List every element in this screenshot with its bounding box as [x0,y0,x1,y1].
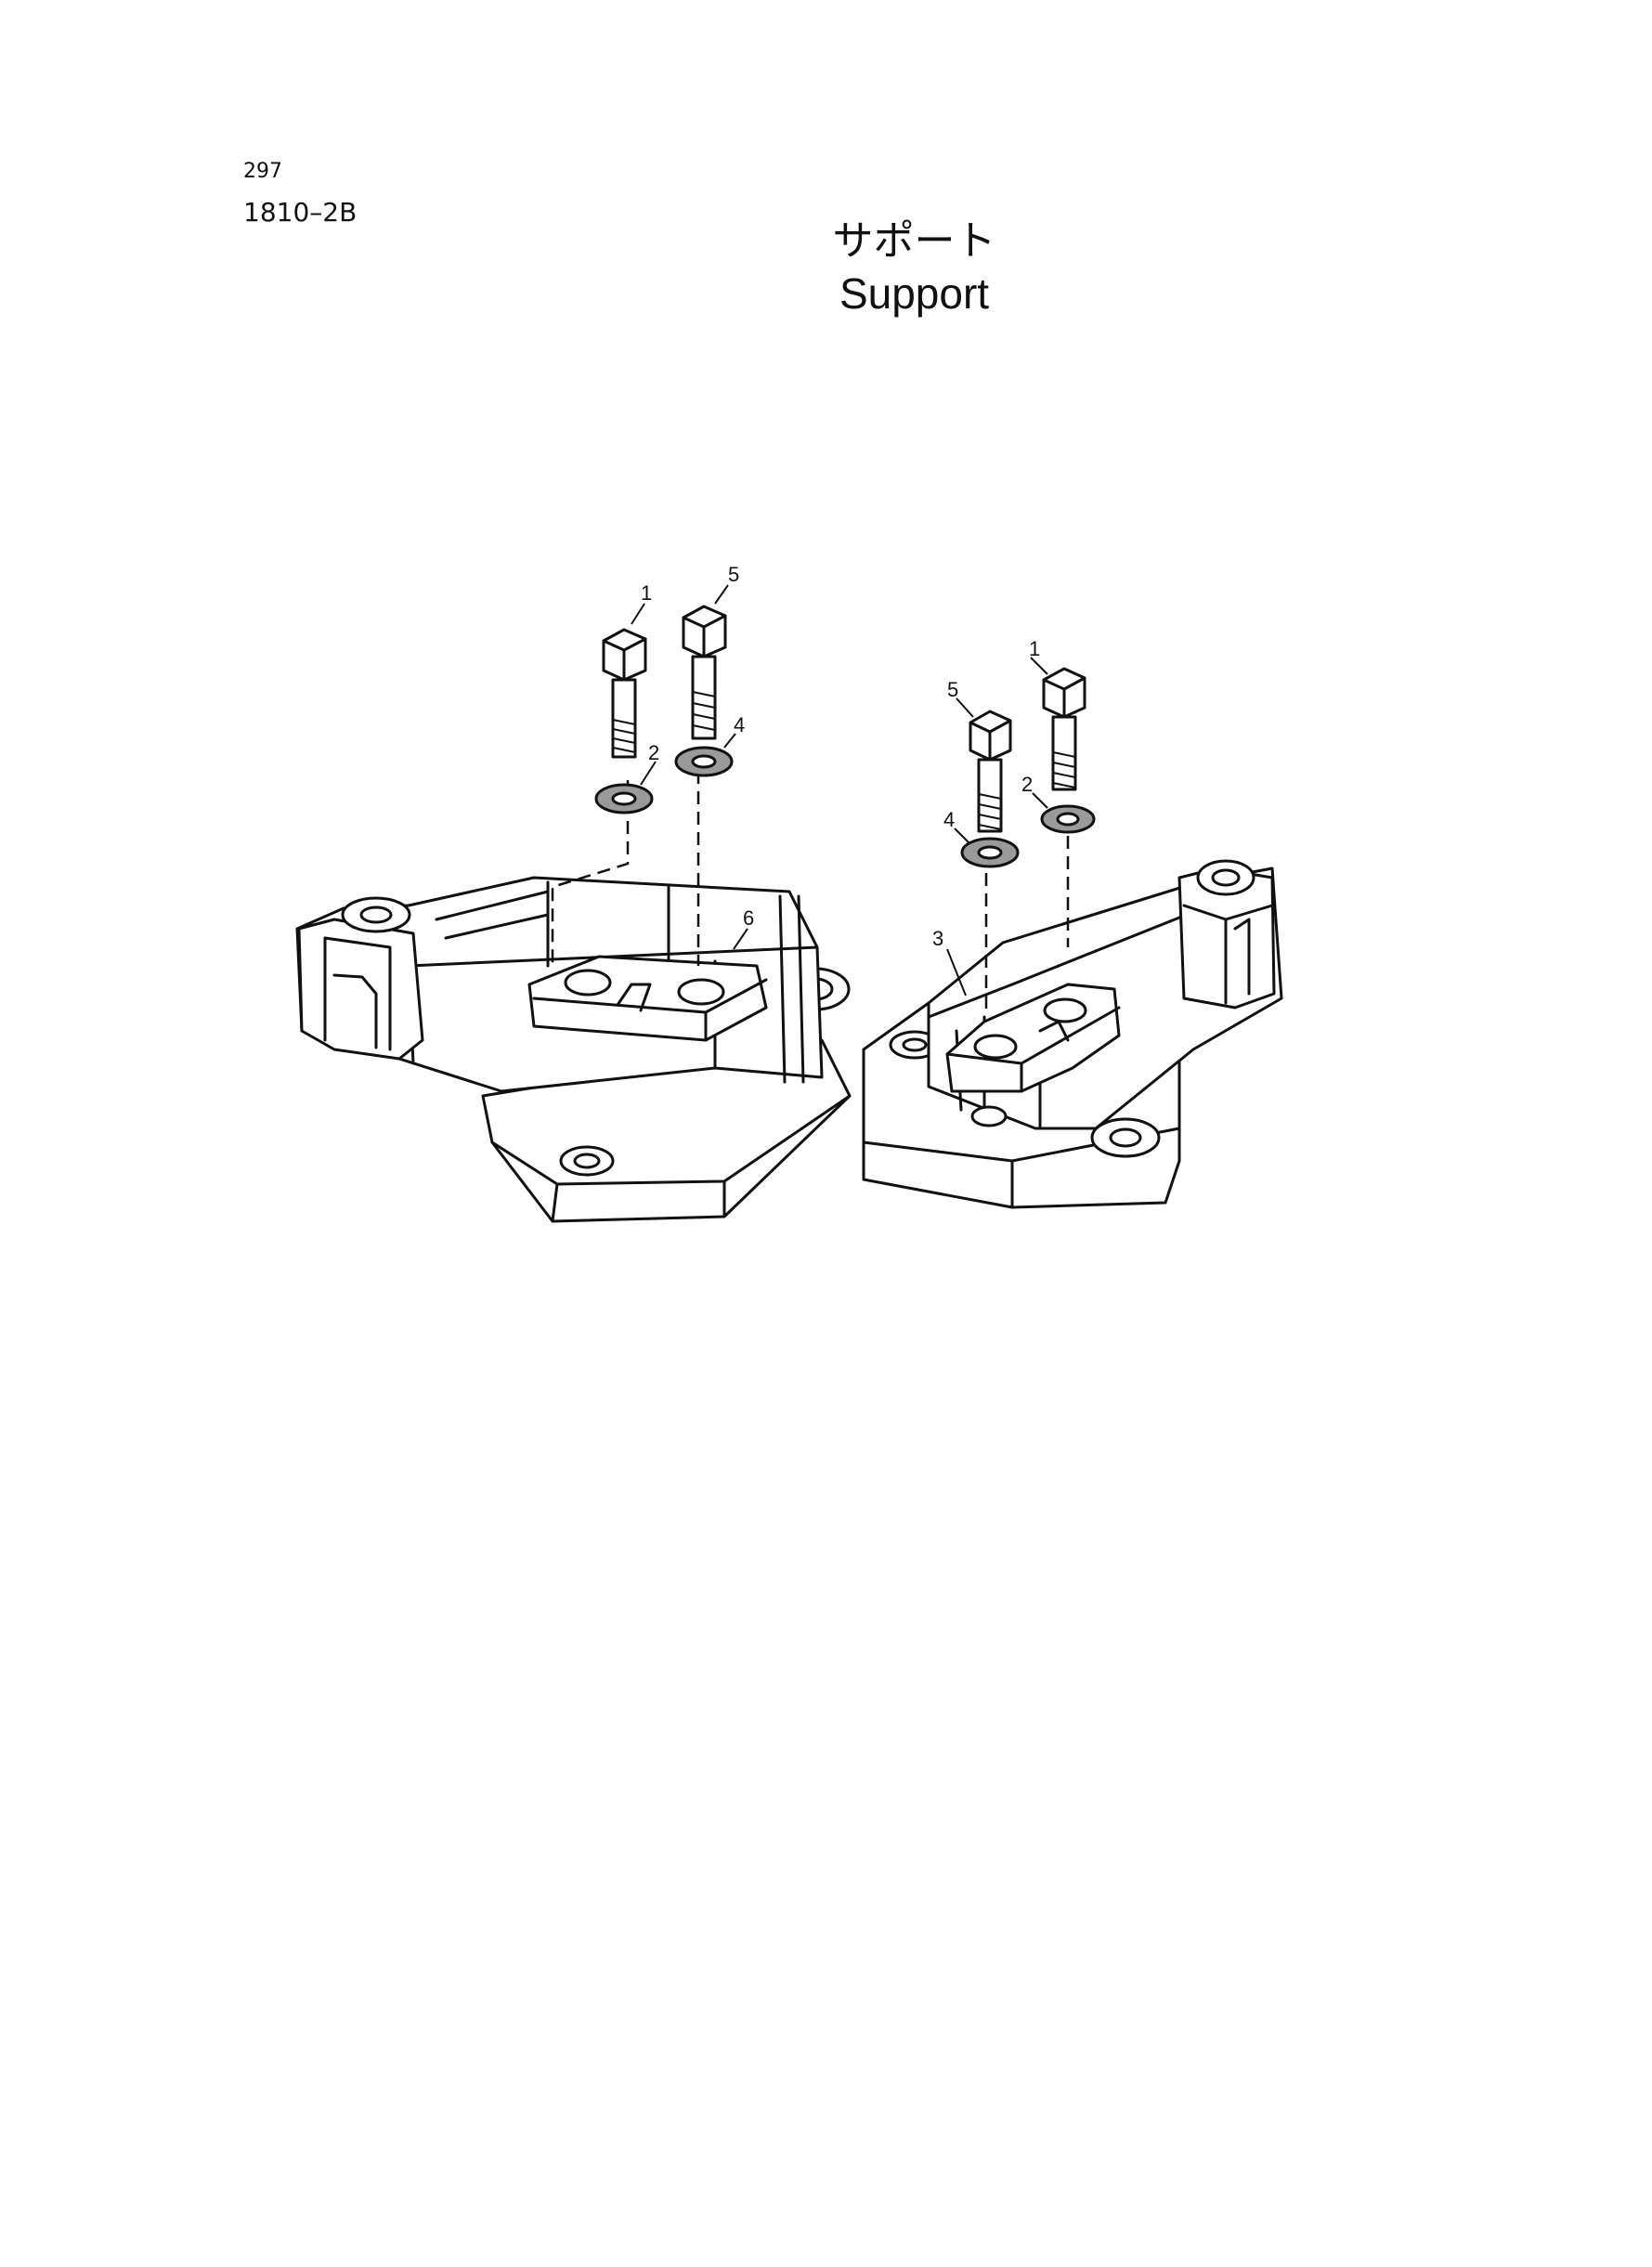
callout-right-washer-4: 4 [943,808,955,831]
figure-code: 1810–2B [243,197,358,228]
right-support-assembly [862,657,1283,1209]
callout-left-bolt-5: 5 [728,563,739,586]
callout-left-bolt-1: 1 [641,581,652,605]
callout-left-washer-2: 2 [648,741,659,764]
title-japanese: サポート [832,217,996,265]
page-number: 297 [243,160,282,183]
callout-left-washer-4: 4 [734,713,745,736]
title-english: Support [839,269,990,318]
callout-left-support-6: 6 [743,906,754,930]
left-support-assembly [295,584,852,1223]
callout-right-support-3: 3 [932,927,943,950]
title-block: サポート Support [0,215,1652,319]
callout-right-bolt-5: 5 [947,678,958,701]
callout-right-bolt-1: 1 [1029,637,1040,660]
callout-right-washer-2: 2 [1021,773,1033,796]
